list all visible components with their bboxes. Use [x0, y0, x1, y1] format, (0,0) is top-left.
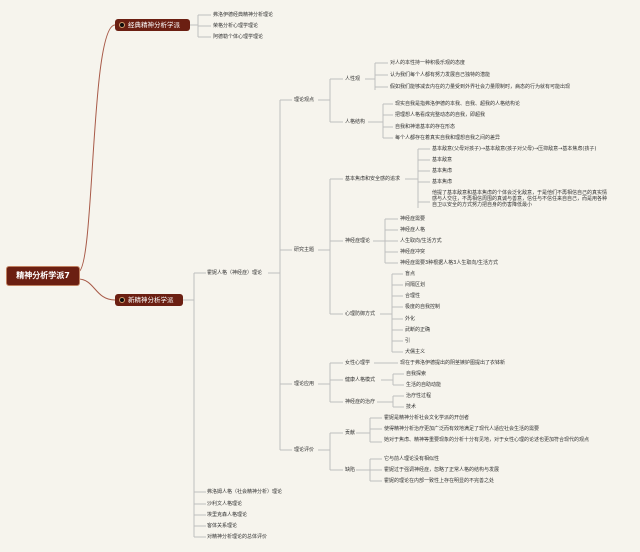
defense-item[interactable]: 合理性: [405, 293, 421, 299]
contribution-item[interactable]: 使得精神分析治疗更加广泛而有效地满足了现代人适应社会生活的需要: [384, 426, 540, 432]
personality-item[interactable]: 把理想人格看成完整动态的自我，即超我: [395, 112, 486, 118]
human-nature-item[interactable]: 假如我们能够减去内在的力量受到外界社会力量限制时，病态的行为就有可能出现: [390, 84, 571, 90]
healthy-personality-node[interactable]: 健康人格模式: [345, 377, 376, 383]
human-nature-item[interactable]: 对人的本性持一种积极乐观的态度: [390, 60, 466, 66]
limitation-item[interactable]: 它与前人理论没有相似性: [384, 456, 440, 462]
neurosis-item[interactable]: 人生取向/生活方式: [400, 238, 442, 244]
defense-item[interactable]: 引: [405, 338, 411, 344]
personality-item[interactable]: 自我和神谱基本的存在形态: [395, 124, 456, 130]
limitation-item[interactable]: 霍妮的理论在内部一致性上存在明显的不完善之处: [384, 478, 495, 484]
limitation-item[interactable]: 霍妮过于强调神经症，忽略了正常人格的结构与发展: [384, 467, 500, 473]
defense-item[interactable]: 外化: [405, 316, 416, 322]
healthy-item[interactable]: 自我探索: [406, 371, 427, 377]
contribution-node[interactable]: 贡献: [345, 430, 356, 436]
defense-mode-node[interactable]: 心理防御方式: [345, 311, 376, 317]
neurosis-theory-node[interactable]: 神经症理论: [345, 238, 371, 244]
personality-item[interactable]: 现实自我是指弗洛伊德的本我、自我、超我的人格结构论: [395, 101, 521, 107]
branch-classic-label: 经典精神分析学派: [128, 21, 180, 29]
human-nature-node[interactable]: 人性观: [345, 76, 361, 82]
anxiety-item[interactable]: 基本焦虑: [432, 168, 453, 174]
female-psychology-node[interactable]: 女性心理学: [345, 360, 371, 366]
neo-theory-item[interactable]: 弗洛姆人格（社会精神分析）理论: [207, 489, 283, 495]
neo-theory-item[interactable]: 埃里克森人格理论: [207, 512, 248, 518]
therapy-item[interactable]: 技术: [406, 404, 417, 410]
branch-neo-label: 新精神分析学派: [128, 296, 174, 304]
defense-item[interactable]: 犬儒主义: [405, 349, 426, 355]
horney-theory-node[interactable]: 霍妮人格（神经症）理论: [207, 270, 263, 276]
defense-item[interactable]: 间隔区划: [405, 282, 426, 288]
neo-theory-item[interactable]: 客体关系理论: [207, 523, 238, 529]
neurosis-item[interactable]: 神经症人格: [400, 227, 426, 233]
contribution-item[interactable]: 她对于焦虑、精神等重要现象的分析十分有见地，对于女性心理的论述也更加符合现代的观…: [384, 437, 590, 443]
neurosis-therapy-node[interactable]: 神经症的治疗: [345, 399, 376, 405]
neurosis-item[interactable]: 神经症需要3种根据人格3人生取向/生活方式: [400, 260, 499, 266]
theory-evaluation-node[interactable]: 理论评价: [294, 447, 315, 453]
personality-structure-node[interactable]: 人格结构: [345, 119, 366, 125]
classic-item[interactable]: 阿德勒个体心理学理论: [213, 34, 264, 40]
healthy-item[interactable]: 生活的自助动能: [406, 382, 442, 388]
branch-classic-psychoanalysis[interactable]: 经典精神分析学派: [115, 19, 190, 31]
basic-anxiety-node[interactable]: 基本焦虑和安全感的追求: [345, 176, 401, 182]
female-item[interactable]: 现在于弗洛伊德提出的阴茎嫉妒图提出了衣钵新: [400, 360, 506, 366]
human-nature-item[interactable]: 认为我们每个人都有努力发展自己独特的潜能: [390, 72, 491, 78]
root-node[interactable]: 精神分析学派7: [6, 266, 80, 286]
number-badge-icon: [119, 22, 125, 28]
research-topics-node[interactable]: 研究主题: [294, 247, 315, 253]
classic-item[interactable]: 弗洛伊德经典精神分析理论: [213, 12, 274, 18]
branch-neo-psychoanalysis[interactable]: 新精神分析学派: [115, 294, 183, 306]
personality-item[interactable]: 每个人都存在着真实自我和理想自我之间的差异: [395, 135, 501, 141]
anxiety-item[interactable]: 基本敌意(父母对孩子)→基本敌意(孩子对父母)→压抑敌意→基本焦虑(孩子): [432, 146, 597, 152]
neo-theory-item[interactable]: 沙利文人格理论: [207, 501, 243, 507]
defense-item[interactable]: 盲点: [405, 271, 416, 277]
anxiety-item[interactable]: 基本焦虑: [432, 179, 453, 185]
defense-item[interactable]: 极度的自我控制: [405, 304, 441, 310]
limitation-node[interactable]: 缺陷: [345, 467, 356, 473]
contribution-item[interactable]: 霍妮是精神分析社会文化学派的开创者: [384, 415, 470, 421]
classic-item[interactable]: 荣格分析心理学理论: [213, 23, 259, 29]
anxiety-item[interactable]: 他提了基本敌意和基本焦虑的个体会泛化敌意，于是他们不再相信自己的真实情感与人交往…: [432, 190, 608, 208]
theory-views-node[interactable]: 理论观点: [294, 97, 315, 103]
therapy-item[interactable]: 治疗性过程: [406, 393, 432, 399]
neurosis-item[interactable]: 神经症冲突: [400, 249, 426, 255]
neo-theory-item[interactable]: 对精神分析理论的总体评价: [207, 534, 268, 540]
defense-item[interactable]: 武断的正确: [405, 327, 431, 333]
theory-application-node[interactable]: 理论应用: [294, 381, 315, 387]
number-badge-icon: [119, 297, 125, 303]
anxiety-item[interactable]: 基本敌意: [432, 157, 453, 163]
neurosis-item[interactable]: 神经症需要: [400, 216, 426, 222]
